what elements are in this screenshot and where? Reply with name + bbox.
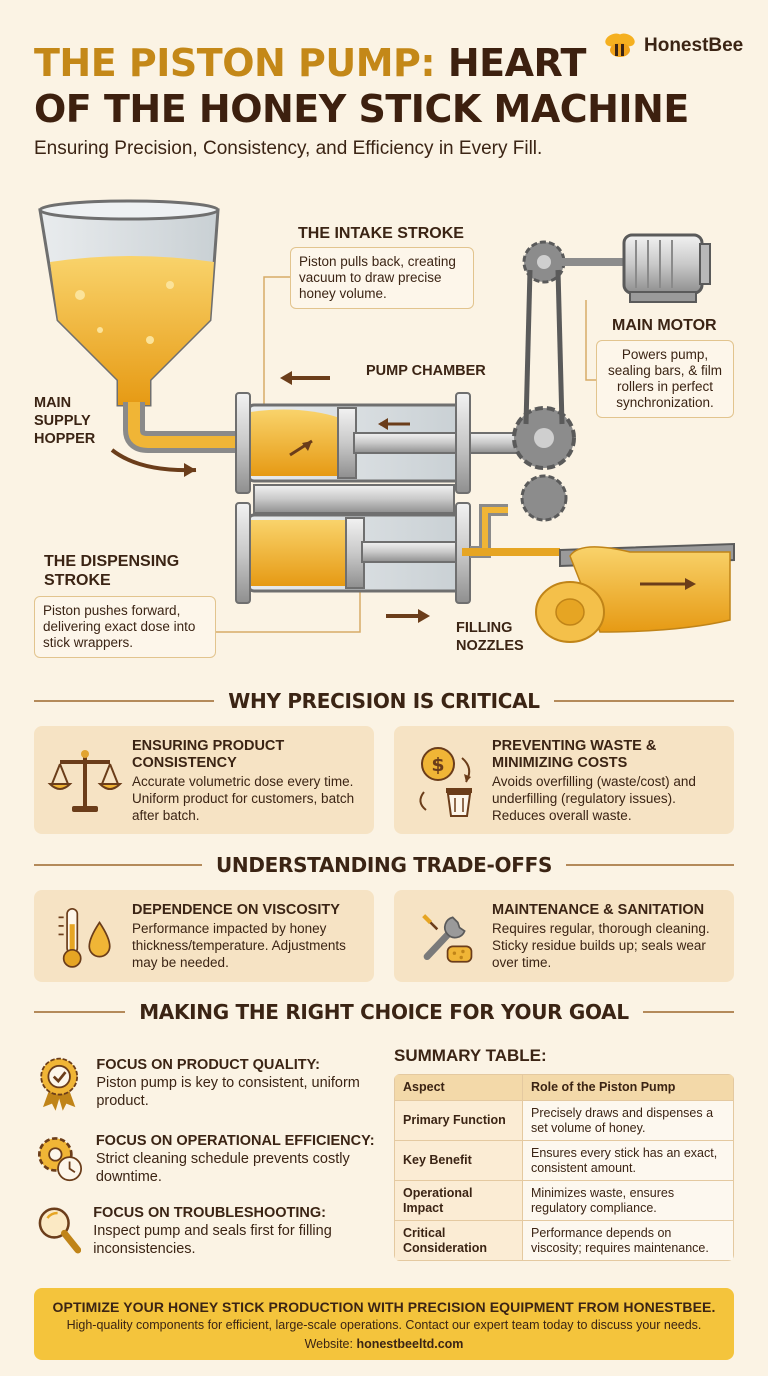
table-cell-role: Precisely draws and dispenses a set volu… — [522, 1100, 734, 1141]
main-motor — [622, 233, 711, 303]
gears — [512, 240, 626, 522]
main-supply-hopper-label: MAIN SUPPLY HOPPER — [34, 394, 95, 448]
focus-text: Piston pump is key to consistent, unifor… — [96, 1075, 360, 1109]
brand-name: HonestBee — [644, 35, 744, 56]
maintenance-card: MAINTENANCE & SANITATION Requires regula… — [394, 890, 734, 982]
intake-stroke-description: Piston pulls back, creating vacuum to dr… — [290, 247, 474, 309]
lower-pump-chamber — [235, 502, 471, 604]
coin-trash-icon: $ — [419, 747, 472, 817]
focus-text: Inspect pump and seals first for filling… — [93, 1223, 332, 1257]
pump-chamber-label: PUMP CHAMBER — [366, 363, 486, 379]
tradeoffs-heading-text: UNDERSTANDING TRADE-OFFS — [215, 853, 553, 877]
page-subtitle: Ensuring Precision, Consistency, and Eff… — [34, 138, 543, 159]
dispensing-stroke-description: Piston pushes forward, delivering exact … — [34, 596, 216, 658]
card-title: MAINTENANCE & SANITATION — [492, 902, 705, 918]
summary-table: Aspect Role of the Piston Pump Primary F… — [394, 1074, 734, 1261]
focus-quality: FOCUS ON PRODUCT QUALITY: Piston pump is… — [34, 1050, 384, 1114]
magnifier-icon — [38, 1207, 82, 1254]
table-row: Operational Impact Minimizes waste, ensu… — [394, 1180, 734, 1221]
website-label: Website: — [304, 1337, 353, 1351]
table-row: Primary Function Precisely draws and dis… — [394, 1100, 734, 1141]
table-cell-aspect: Operational Impact — [394, 1180, 523, 1221]
viscosity-card: DEPENDENCE ON VISCOSITY Performance impa… — [34, 890, 374, 982]
card-title: DEPENDENCE ON VISCOSITY — [132, 902, 340, 918]
table-cell-aspect: Critical Consideration — [394, 1220, 523, 1261]
table-header: Role of the Piston Pump — [522, 1074, 734, 1101]
gear-clock-icon — [38, 1137, 83, 1182]
piston-pump-diagram — [38, 199, 735, 643]
precision-heading-text: WHY PRECISION IS CRITICAL — [228, 689, 540, 713]
focus-efficiency: FOCUS ON OPERATIONAL EFFICIENCY: Strict … — [34, 1128, 384, 1188]
wrench-sponge-icon — [422, 914, 473, 963]
waste-card: $ PREVENTING WASTE & MINIMIZING COSTS Av… — [394, 726, 734, 834]
focus-text: Strict cleaning schedule prevents costly… — [95, 1151, 350, 1185]
card-text: Accurate volumetric dose every time. Uni… — [132, 774, 355, 823]
focus-title: FOCUS ON OPERATIONAL EFFICIENCY: — [95, 1133, 375, 1149]
nozzles-label-line: NOZZLES — [456, 638, 524, 654]
title-gold-part: THE PISTON PUMP: — [34, 41, 436, 85]
table-cell-role: Ensures every stick has an exact, consis… — [522, 1140, 734, 1181]
dispensing-stroke-title: THE DISPENSING STROKE — [44, 552, 179, 590]
footer-website-line: Website: honestbeeltd.com — [34, 1336, 734, 1353]
brand-logo: HonestBee — [600, 32, 743, 60]
title-dark-part: HEART — [447, 41, 587, 85]
consistency-card: ENSURING PRODUCT CONSISTENCY Accurate vo… — [34, 726, 374, 834]
choice-heading-text: MAKING THE RIGHT CHOICE FOR YOUR GOAL — [139, 1000, 629, 1024]
card-text: Performance impacted by honey thickness/… — [132, 921, 346, 970]
footer-banner: OPTIMIZE YOUR HONEY STICK PRODUCTION WIT… — [34, 1288, 734, 1360]
card-title: PREVENTING WASTE & MINIMIZING COSTS — [492, 738, 657, 771]
tradeoffs-section-heading: UNDERSTANDING TRADE-OFFS — [34, 850, 735, 880]
intake-stroke-title: THE INTAKE STROKE — [298, 225, 464, 242]
table-cell-role: Performance depends on viscosity; requir… — [522, 1220, 734, 1261]
supply-hopper — [38, 199, 220, 407]
filling-nozzles-label: FILLING NOZZLES — [456, 619, 524, 655]
website-link[interactable]: honestbeeltd.com — [356, 1337, 464, 1351]
summary-table-title: SUMMARY TABLE: — [394, 1046, 547, 1065]
page-title: THE PISTON PUMP: HEART OF THE HONEY STIC… — [34, 40, 689, 132]
table-row: Key Benefit Ensures every stick has an e… — [394, 1140, 734, 1181]
dispensing-title-line: STROKE — [44, 572, 111, 589]
main-motor-description: Powers pump, sealing bars, & film roller… — [596, 340, 734, 418]
focus-title: FOCUS ON TROUBLESHOOTING: — [93, 1205, 327, 1221]
precision-section-heading: WHY PRECISION IS CRITICAL — [34, 686, 735, 716]
table-cell-aspect: Primary Function — [394, 1100, 523, 1141]
thermometer-drop-icon — [58, 907, 111, 968]
title-line-2: OF THE HONEY STICK MACHINE — [34, 87, 689, 131]
dispensing-title-line: THE DISPENSING — [44, 553, 180, 570]
card-text: Requires regular, thorough cleaning. Sti… — [492, 921, 710, 970]
table-cell-aspect: Key Benefit — [394, 1140, 523, 1181]
footer-text: High-quality components for efficient, l… — [66, 1318, 702, 1332]
bee-icon — [605, 33, 635, 57]
hopper-label-line: MAIN — [34, 395, 72, 411]
footer-heading: OPTIMIZE YOUR HONEY STICK PRODUCTION WIT… — [52, 1299, 716, 1315]
choice-section-heading: MAKING THE RIGHT CHOICE FOR YOUR GOAL — [34, 997, 734, 1027]
scale-icon — [47, 750, 123, 812]
focus-troubleshooting: FOCUS ON TROUBLESHOOTING: Inspect pump a… — [34, 1198, 384, 1260]
focus-title: FOCUS ON PRODUCT QUALITY: — [96, 1057, 321, 1073]
table-row: Critical Consideration Performance depen… — [394, 1220, 734, 1261]
table-header-row: Aspect Role of the Piston Pump — [394, 1074, 734, 1101]
svg-text:$: $ — [431, 754, 444, 776]
hopper-label-line: HOPPER — [34, 431, 96, 447]
nozzles-label-line: FILLING — [456, 620, 513, 636]
table-cell-role: Minimizes waste, ensures regulatory comp… — [522, 1180, 734, 1221]
card-text: Avoids overfilling (waste/cost) and unde… — [492, 774, 696, 823]
table-header: Aspect — [394, 1074, 523, 1101]
card-title: ENSURING PRODUCT CONSISTENCY — [132, 738, 285, 771]
main-motor-title: MAIN MOTOR — [612, 317, 717, 334]
film-roll — [535, 542, 735, 643]
upper-pump-chamber — [235, 392, 525, 494]
hopper-label-line: SUPPLY — [34, 413, 91, 429]
badge-check-icon — [40, 1057, 79, 1111]
